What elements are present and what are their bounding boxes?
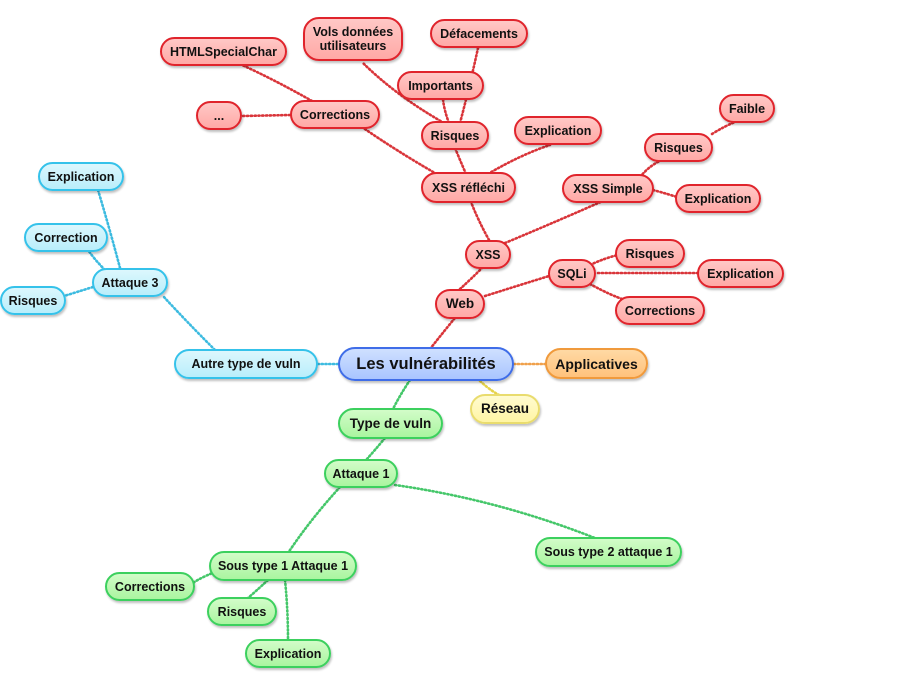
node-simple-explication[interactable]: Explication — [675, 184, 761, 213]
node-reflechi-risques[interactable]: Risques — [421, 121, 489, 150]
edge-xss-simple — [503, 198, 607, 245]
node-sous-type-2-attaque-1[interactable]: Sous type 2 attaque 1 — [535, 537, 682, 567]
node-xss[interactable]: XSS — [465, 240, 511, 269]
edge-sqli-corrections — [588, 282, 627, 302]
node-attaque3-correction[interactable]: Correction — [24, 223, 108, 252]
edge-autre-attaque3 — [162, 295, 217, 352]
node-reseau[interactable]: Réseau — [470, 394, 540, 424]
node-sqli-corrections[interactable]: Corrections — [615, 296, 705, 325]
edge-reflechi-risques — [453, 146, 468, 176]
edge-attaque3-correction — [86, 248, 107, 272]
node-risques-defacements[interactable]: Défacements — [430, 19, 528, 48]
node-attaque-3[interactable]: Attaque 3 — [92, 268, 168, 297]
edge-web-xss — [458, 266, 484, 291]
node-risques-importants[interactable]: Importants — [397, 71, 484, 100]
edge-reflechi-corrections — [360, 125, 442, 178]
edge-corrections-htmlspecialchar — [240, 63, 314, 103]
node-type-de-vuln[interactable]: Type de vuln — [338, 408, 443, 439]
edge-web-sqli — [483, 274, 551, 298]
node-attaque3-explication[interactable]: Explication — [38, 162, 124, 191]
node-corrections-ellipsis[interactable]: ... — [196, 101, 242, 130]
node-htmlspecialchar[interactable]: HTMLSpecialChar — [160, 37, 287, 66]
edge-corrections-ellipsis — [240, 113, 292, 118]
root-node-vulnerabilites[interactable]: Les vulnérabilités — [338, 347, 514, 381]
node-xss-simple[interactable]: XSS Simple — [562, 174, 654, 203]
edge-attaque3-risques — [62, 285, 95, 298]
edge-sqli-risques — [588, 253, 620, 267]
node-sqli[interactable]: SQLi — [548, 259, 596, 288]
edge-reflechi-explication — [486, 143, 552, 176]
edge-root-type — [391, 378, 412, 411]
node-sous1-risques[interactable]: Risques — [207, 597, 277, 626]
node-applicatives[interactable]: Applicatives — [545, 348, 648, 379]
node-autre-type-de-vuln[interactable]: Autre type de vuln — [174, 349, 318, 379]
edge-sous1-risques — [246, 578, 270, 600]
edge-attaque1-sous1 — [286, 485, 342, 555]
node-sous1-explication[interactable]: Explication — [245, 639, 331, 668]
edge-simple-risques-faible — [710, 120, 737, 136]
edge-sous1-explication — [283, 578, 290, 642]
node-sous1-corrections[interactable]: Corrections — [105, 572, 195, 601]
node-simple-faible[interactable]: Faible — [719, 94, 775, 123]
node-reflechi-explication[interactable]: Explication — [514, 116, 602, 145]
edge-attaque1-sous2 — [393, 483, 602, 542]
node-risques-vols-donnees[interactable]: Vols données utilisateurs — [303, 17, 403, 61]
node-simple-risques[interactable]: Risques — [644, 133, 713, 162]
node-web[interactable]: Web — [435, 289, 485, 319]
node-sqli-explication[interactable]: Explication — [697, 259, 784, 288]
edge-xss-reflechi — [469, 200, 491, 242]
node-attaque3-risques[interactable]: Risques — [0, 286, 66, 315]
node-attaque-1[interactable]: Attaque 1 — [324, 459, 398, 488]
node-sous-type-1-attaque-1[interactable]: Sous type 1 Attaque 1 — [209, 551, 357, 581]
edge-attaque3-explication — [96, 188, 122, 270]
edge-type-attaque1 — [365, 436, 387, 461]
node-reflechi-corrections[interactable]: Corrections — [290, 100, 380, 129]
node-sqli-risques[interactable]: Risques — [615, 239, 685, 268]
node-xss-reflechi[interactable]: XSS réfléchi — [421, 172, 516, 203]
edge-risques-importants — [441, 97, 451, 125]
